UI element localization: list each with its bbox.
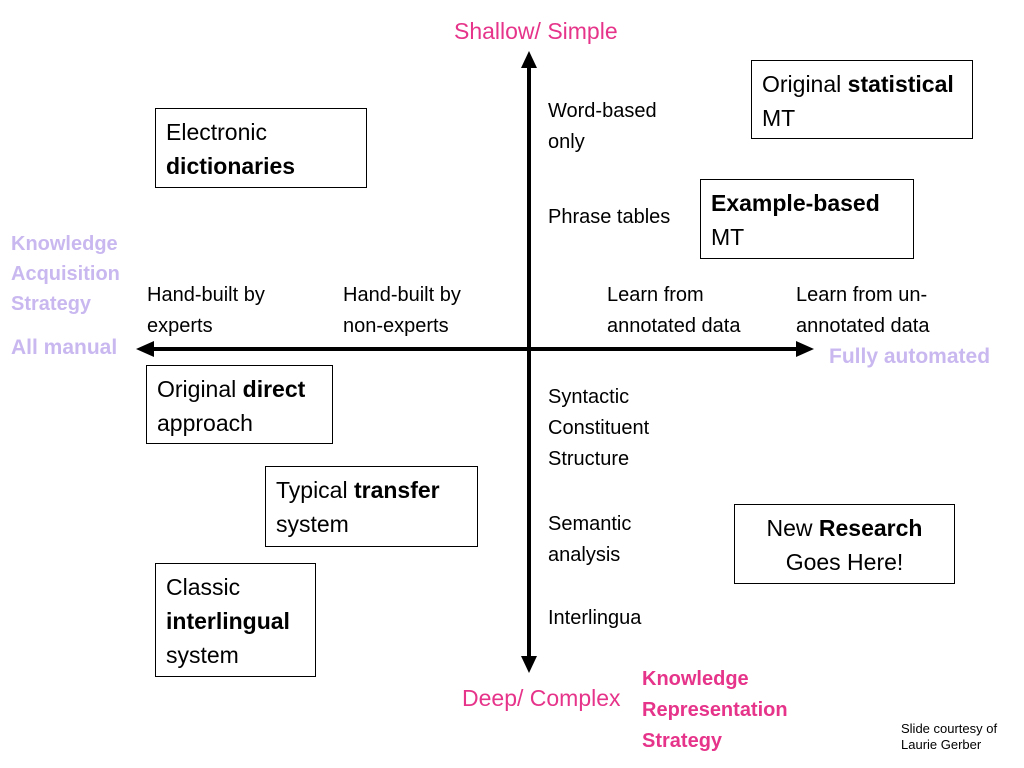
label-line: only bbox=[548, 131, 585, 153]
box-text: Typical bbox=[276, 477, 354, 503]
label-line: annotated data bbox=[796, 315, 930, 337]
right-arrowhead bbox=[796, 341, 814, 357]
box-text-bold: Research bbox=[818, 515, 923, 541]
label-line: Learn from un- bbox=[796, 284, 928, 306]
representation-level-phrase-tables: Phrase tables bbox=[548, 202, 670, 233]
label-line: Word-based bbox=[548, 100, 657, 122]
representation-level-semantic: Semantic analysis bbox=[548, 509, 631, 571]
label-line: Hand-built by bbox=[147, 284, 265, 306]
knowledge-acquisition-strategy-title: Knowledge Acquisition Strategy bbox=[11, 229, 120, 319]
box-text-bold: direct bbox=[242, 376, 306, 402]
acquisition-point-unannotated: Learn from un- annotated data bbox=[796, 280, 929, 342]
box-text-line: Example-based bbox=[711, 186, 904, 220]
credit-line: Laurie Gerber bbox=[901, 737, 982, 752]
up-arrowhead bbox=[521, 51, 537, 68]
box-text-line: Goes Here! bbox=[735, 545, 954, 579]
slide-credit: Slide courtesy of Laurie Gerber bbox=[901, 721, 997, 753]
axis-label-fully-automated: Fully automated bbox=[829, 345, 991, 368]
box-text: MT bbox=[762, 105, 796, 131]
box-original-direct-approach: Original direct approach bbox=[146, 365, 333, 444]
label-line: Constituent bbox=[548, 417, 650, 439]
title-line: Acquisition bbox=[11, 263, 120, 285]
axis-label-deep-complex: Deep/ Complex bbox=[462, 685, 621, 711]
label-line: Structure bbox=[548, 448, 630, 470]
title-line: Representation bbox=[642, 699, 788, 721]
axis-label-all-manual: All manual bbox=[11, 336, 118, 359]
box-text-line: Classic bbox=[166, 570, 306, 604]
box-classic-interlingual-system: Classic interlingual system bbox=[155, 563, 316, 677]
box-text-bold: interlingual bbox=[166, 608, 290, 634]
label-line: experts bbox=[147, 315, 213, 337]
box-text: system bbox=[276, 511, 349, 537]
box-text: approach bbox=[157, 410, 253, 436]
title-line: Strategy bbox=[642, 730, 723, 752]
box-text-line: dictionaries bbox=[166, 149, 357, 183]
representation-level-word-based: Word-based only bbox=[548, 96, 657, 158]
left-arrowhead bbox=[136, 341, 154, 357]
credit-line: Slide courtesy of bbox=[901, 721, 998, 736]
label-line: analysis bbox=[548, 544, 621, 566]
box-text-line: MT bbox=[762, 101, 963, 135]
box-text-line: Original statistical bbox=[762, 67, 963, 101]
label-line: Semantic bbox=[548, 513, 632, 535]
box-electronic-dictionaries: Electronic dictionaries bbox=[155, 108, 367, 188]
label-line: Learn from bbox=[607, 284, 704, 306]
box-text-bold: Example-based bbox=[711, 190, 880, 216]
box-text-line: Original direct bbox=[157, 372, 323, 406]
label-line: Interlingua bbox=[548, 607, 642, 629]
label-line: non-experts bbox=[343, 315, 449, 337]
axis-label-shallow-simple: Shallow/ Simple bbox=[454, 18, 618, 44]
title-line: Strategy bbox=[11, 293, 92, 315]
title-line: Knowledge bbox=[11, 233, 118, 255]
box-text-line: approach bbox=[157, 406, 323, 440]
label-line: Hand-built by bbox=[343, 284, 461, 306]
acquisition-point-experts: Hand-built by experts bbox=[147, 280, 265, 342]
box-text-line: Electronic bbox=[166, 115, 357, 149]
representation-level-syntactic: Syntactic Constituent Structure bbox=[548, 382, 649, 475]
box-text-bold: statistical bbox=[847, 71, 954, 97]
box-text-line: New Research bbox=[735, 511, 954, 545]
acquisition-point-annotated: Learn from annotated data bbox=[607, 280, 740, 342]
label-line: Syntactic bbox=[548, 386, 630, 408]
box-text: New bbox=[766, 515, 819, 541]
box-text: system bbox=[166, 642, 239, 668]
representation-level-interlingua: Interlingua bbox=[548, 603, 641, 634]
box-text: Original bbox=[762, 71, 848, 97]
label-line: Phrase tables bbox=[548, 206, 671, 228]
box-text-line: interlingual bbox=[166, 604, 306, 638]
box-text: Classic bbox=[166, 574, 241, 600]
box-text-bold: dictionaries bbox=[166, 153, 296, 179]
box-text: MT bbox=[711, 224, 745, 250]
box-text-line: Typical transfer bbox=[276, 473, 468, 507]
acquisition-point-non-experts: Hand-built by non-experts bbox=[343, 280, 461, 342]
box-text-bold: transfer bbox=[353, 477, 440, 503]
box-text-line: system bbox=[166, 638, 306, 672]
box-text-line: MT bbox=[711, 220, 904, 254]
title-line: Knowledge bbox=[642, 668, 749, 690]
down-arrowhead bbox=[521, 656, 537, 673]
knowledge-representation-strategy-title: Knowledge Representation Strategy bbox=[642, 664, 788, 757]
box-text: Original bbox=[157, 376, 243, 402]
box-text: Goes Here! bbox=[785, 549, 904, 575]
box-text: Electronic bbox=[166, 119, 267, 145]
label-line: annotated data bbox=[607, 315, 741, 337]
box-text-line: system bbox=[276, 507, 468, 541]
